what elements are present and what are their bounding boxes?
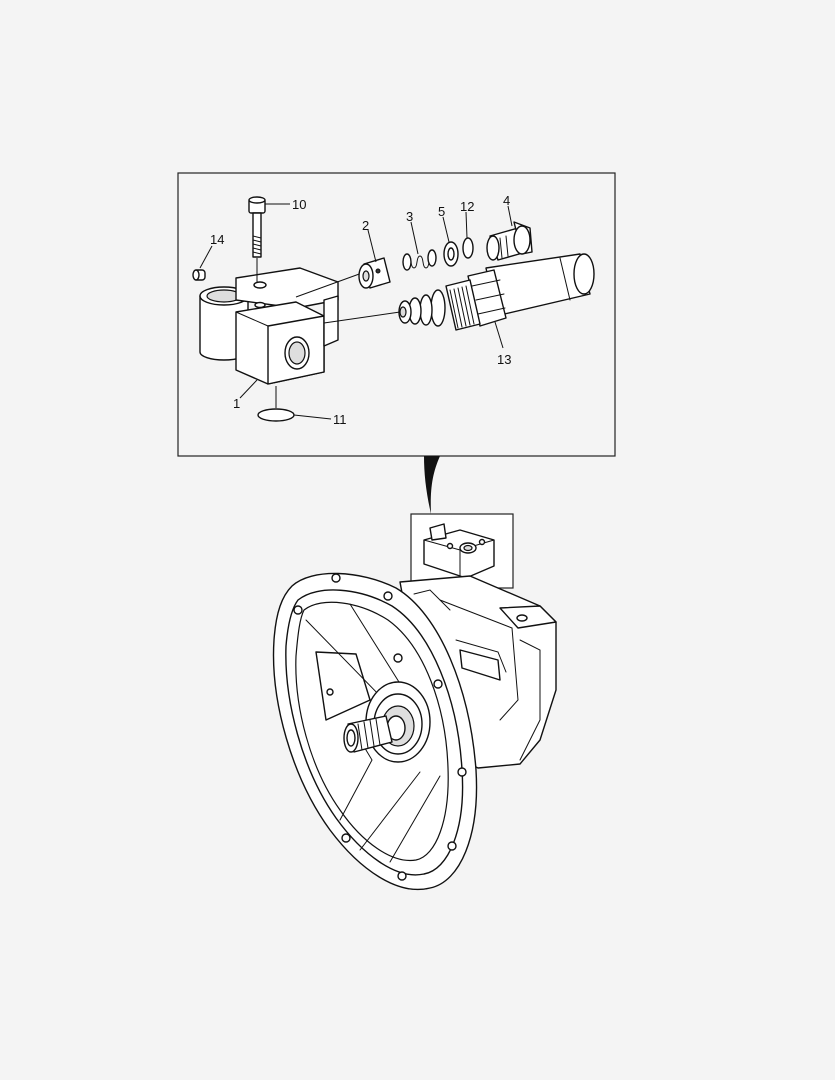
cartridge-assembly-axis <box>323 311 401 324</box>
spring <box>402 249 437 271</box>
callout-13: 13 <box>497 352 511 367</box>
callout-14: 14 <box>210 232 224 247</box>
washer <box>443 241 459 267</box>
socket-head-screw <box>248 196 266 258</box>
callout-5: 5 <box>438 204 445 219</box>
callout-10: 10 <box>292 197 306 212</box>
callout-11: 11 <box>333 412 347 427</box>
plug <box>192 269 206 281</box>
locator-inset <box>410 513 514 589</box>
callout-1: 1 <box>233 396 240 411</box>
callout-labels: 10 14 2 3 5 12 4 13 1 11 <box>210 193 511 427</box>
callout-3: 3 <box>406 209 413 224</box>
spool <box>358 257 391 289</box>
hydraulic-pump <box>272 572 557 891</box>
detail-view-frame <box>177 172 616 457</box>
valve-block-housing <box>199 267 339 385</box>
callout-4: 4 <box>503 193 510 208</box>
detail-pointer <box>424 456 440 514</box>
callout-leaders <box>199 203 513 420</box>
o-ring-small <box>462 237 474 259</box>
callout-2: 2 <box>362 218 369 233</box>
pressure-cartridge <box>398 253 595 331</box>
o-ring-bottom <box>257 408 295 422</box>
threaded-plug <box>486 221 533 261</box>
spool-assembly-axis <box>295 272 363 298</box>
callout-12: 12 <box>460 199 474 214</box>
